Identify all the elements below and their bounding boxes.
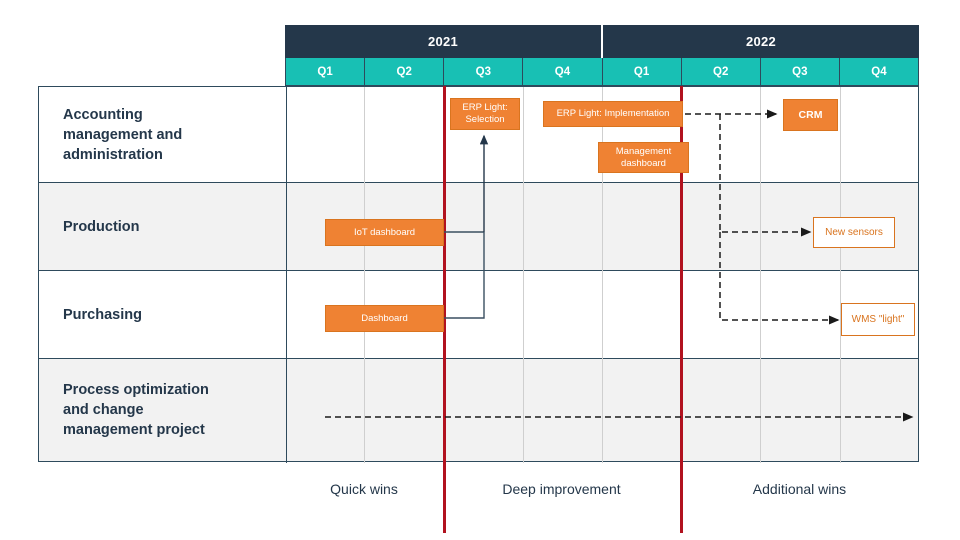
quarter-header-2021-q2: Q2 <box>364 58 443 85</box>
phase-label-deep-improvement: Deep improvement <box>502 481 621 497</box>
year-header-2022: 2022 <box>601 25 919 58</box>
row-label-purchasing: Purchasing <box>63 306 142 323</box>
task-bar-erp-light-implementation[interactable]: ERP Light: Implementation <box>543 101 683 127</box>
row-label-process-optimization: Process optimization and change manageme… <box>63 382 209 438</box>
quarter-header-row: Q1 Q2 Q3 Q4 Q1 Q2 Q3 Q4 <box>285 58 919 86</box>
task-bar-iot-dashboard[interactable]: IoT dashboard <box>325 219 444 246</box>
table-row-process-optimization: Process optimization and change manageme… <box>39 359 918 461</box>
row-label-accounting: Accounting management and administration <box>63 106 183 163</box>
phase-divider-deep-improvement <box>680 86 683 533</box>
year-header-2021: 2021 <box>427 34 459 49</box>
timeline-grid: Accounting management and administration… <box>38 86 919 463</box>
label-column-divider <box>286 87 287 463</box>
task-bar-dashboard[interactable]: Dashboard <box>325 305 444 332</box>
quarter-header-2021-q4: Q4 <box>522 58 601 85</box>
quarter-header-2021-q1: Q1 <box>317 65 333 78</box>
quarter-header-2022-q3: Q3 <box>759 58 839 85</box>
phase-label-quick-wins: Quick wins <box>330 481 398 497</box>
gridline-2021-q4-2022-q1 <box>602 87 603 463</box>
gridline-2022-q2-q3 <box>760 87 761 463</box>
task-box-wms-light[interactable]: WMS "light" <box>841 303 915 336</box>
quarter-header-2022-q4: Q4 <box>838 58 918 85</box>
table-row-production: Production <box>39 183 918 271</box>
task-box-new-sensors[interactable]: New sensors <box>813 217 895 248</box>
gridline-2021-q3-q4 <box>523 87 524 463</box>
quarter-header-2022-q2: Q2 <box>680 58 760 85</box>
row-label-production: Production <box>63 218 140 235</box>
task-bar-management-dashboard[interactable]: Management dashboard <box>598 142 689 173</box>
gridline-2022-q3-q4 <box>840 87 841 463</box>
task-bar-erp-light-selection[interactable]: ERP Light: Selection <box>450 98 520 130</box>
year-header-row: 2021 2022 <box>285 25 919 58</box>
table-row-purchasing: Purchasing <box>39 271 918 359</box>
gridline-2021-q1-q2 <box>364 87 365 463</box>
phase-label-additional-wins: Additional wins <box>752 481 847 497</box>
quarter-header-2021-q3: Q3 <box>443 58 522 85</box>
task-bar-crm[interactable]: CRM <box>783 99 838 131</box>
quarter-header-2022-q1: Q1 <box>601 58 681 85</box>
